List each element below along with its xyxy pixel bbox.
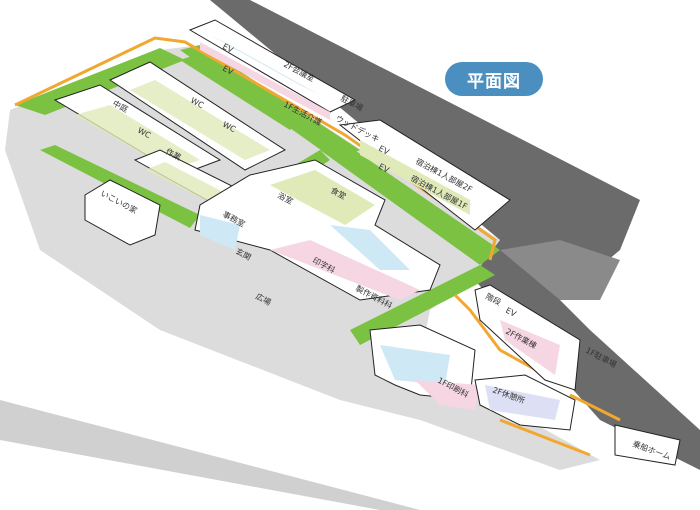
walkway bbox=[499, 418, 591, 457]
green-path bbox=[320, 140, 500, 265]
building-main bbox=[194, 159, 441, 301]
walkway bbox=[453, 293, 546, 377]
green-path bbox=[350, 265, 495, 345]
building-south bbox=[369, 284, 681, 466]
road-lower bbox=[500, 240, 620, 300]
walkway bbox=[569, 393, 621, 422]
walkway bbox=[14, 36, 497, 261]
building-courtyard bbox=[53, 61, 287, 211]
building-north bbox=[188, 19, 511, 231]
green-path bbox=[15, 48, 185, 115]
title-badge: 平面図 bbox=[445, 62, 543, 96]
green-path bbox=[180, 55, 300, 130]
building-ikoi bbox=[84, 179, 161, 246]
ground-lower bbox=[0, 400, 420, 510]
